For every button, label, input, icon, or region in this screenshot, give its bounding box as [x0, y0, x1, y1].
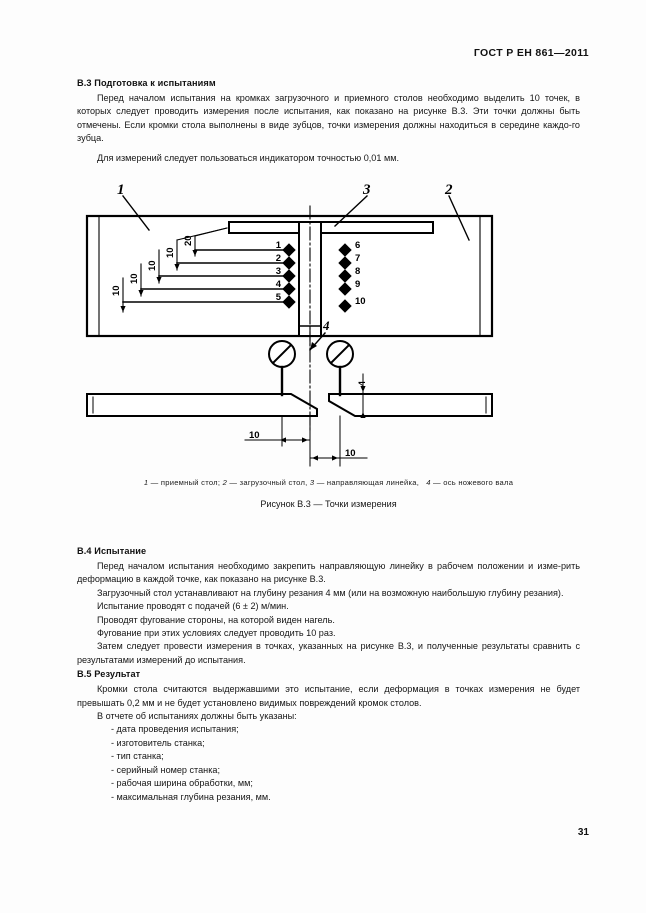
point-number-2: 2 — [276, 253, 281, 264]
guide-ruler-bar — [228, 221, 434, 234]
point-number-10: 10 — [355, 296, 366, 307]
legend-entry-1: 1 — приемный стол; — [143, 478, 221, 487]
point-number-3: 3 — [276, 266, 281, 277]
side-depth-label: 4 — [357, 381, 367, 386]
report-item-max-depth: - максимальная глубина резания, мм. — [111, 791, 271, 802]
legend-text-1: приемный стол; — [160, 478, 221, 487]
page-number: 31 — [577, 827, 589, 838]
point-number-6: 6 — [355, 240, 360, 251]
section-b4-paragraph-6: Затем следует провести измерения в точка… — [77, 641, 580, 665]
callout-leader-3 — [334, 195, 368, 227]
loading-table-side — [328, 393, 493, 417]
side-dim-label-left: 10 — [249, 430, 260, 441]
spacing-label-1: 10 — [111, 285, 122, 296]
section-b4-paragraph-4: Проводят фугование стороны, на которой в… — [97, 614, 335, 625]
legend-num-4: 4 — [426, 478, 431, 487]
callout-label-1: 1 — [117, 182, 125, 198]
legend-entry-4: 4 — ось ножевого вала — [426, 478, 514, 487]
figure-b3-drawing: 1 3 2 4 10 10 10 10 20 1 2 3 4 5 — [85, 182, 494, 467]
legend-num-2: 2 — [222, 478, 228, 487]
document-body: В.3 Подготовка к испытаниям Перед начало… — [77, 78, 580, 165]
dim10-left-arrowheads — [280, 437, 308, 443]
section-heading-b4: В.4 Испытание — [77, 546, 147, 556]
stack-hook-b — [176, 227, 228, 241]
section-b3-paragraph-1: Перед началом испытания на кромках загру… — [77, 93, 580, 144]
point-number-7: 7 — [355, 253, 360, 264]
depth-arrowheads — [360, 386, 366, 418]
legend-num-1: 1 — [143, 478, 149, 487]
section-b4-paragraph-3: Испытание проводят с подачей (6 ± 2) м/м… — [97, 601, 289, 612]
side-dim-label-right: 10 — [345, 448, 356, 459]
legend-entry-2: 2 — загрузочный стол, — [222, 478, 308, 487]
point-number-9: 9 — [355, 279, 360, 290]
dial-indicator-left-needle — [272, 344, 292, 364]
point-number-5: 5 — [276, 292, 282, 303]
callout-label-2: 2 — [444, 182, 453, 198]
measurement-markers-left — [282, 243, 296, 309]
figure-caption: Рисунок В.3 — Точки измерения — [260, 499, 397, 509]
report-item-date: - дата проведения испытания; — [111, 724, 239, 735]
spacing-label-2: 10 — [129, 273, 140, 284]
point-number-1: 1 — [276, 240, 282, 251]
callout-label-3: 3 — [362, 182, 371, 198]
report-items-list: - дата проведения испытания; - изготовит… — [77, 723, 580, 803]
legend-num-3: 3 — [309, 478, 315, 487]
report-item-machine-type: - тип станка; — [111, 751, 164, 762]
callout-leader-2 — [448, 195, 470, 241]
legend-text-2: загрузочный стол, — [239, 478, 308, 487]
report-item-working-width: - рабочая ширина обработки, мм; — [111, 778, 253, 789]
figure-b3: 1 3 2 4 10 10 10 10 20 1 2 3 4 5 — [77, 178, 580, 509]
report-item-manufacturer: - изготовитель станка; — [111, 737, 205, 748]
point-number-4: 4 — [276, 279, 282, 290]
spacing-label-5: 20 — [183, 235, 194, 246]
standard-header: ГОСТ Р ЕН 861—2011 — [473, 47, 589, 59]
dimension-arrowheads — [120, 250, 198, 312]
section-b4-paragraph-2: Загрузочный стол устанавливают на глубин… — [97, 587, 564, 598]
section-b4-paragraph-1: Перед началом испытания необходимо закре… — [77, 561, 580, 585]
section-b3-paragraph-2: Для измерений следует пользоваться индик… — [97, 152, 399, 163]
legend-text-3: направляющая линейка, — [326, 478, 420, 487]
document-body-lower: В.4 Испытание Перед началом испытания не… — [77, 546, 580, 804]
callout-label-4: 4 — [322, 318, 330, 333]
section-heading-b5: В.5 Результат — [77, 669, 141, 680]
receiving-table-side — [86, 393, 318, 417]
callout-4-arrowhead — [310, 342, 317, 350]
legend-entry-3: 3 — направляющая линейка, — [309, 478, 420, 487]
legend-text-4: ось ножевого вала — [443, 478, 514, 487]
callout-leader-1 — [122, 195, 150, 231]
dim10-right-arrowheads — [312, 455, 338, 461]
figure-legend: 1 — приемный стол; 2 — загрузочный стол,… — [77, 478, 580, 487]
report-item-serial-number: - серийный номер станка; — [111, 764, 220, 775]
point-number-8: 8 — [355, 266, 360, 277]
section-b4-paragraph-5: Фугование при этих условиях следует пров… — [97, 628, 336, 639]
spacing-label-3: 10 — [147, 260, 158, 271]
spacing-label-4: 10 — [165, 247, 176, 258]
section-b5-paragraph-1: Кромки стола считаются выдержавшими это … — [77, 684, 580, 708]
dial-indicator-right-needle — [330, 344, 350, 364]
measurement-markers-right — [338, 243, 352, 313]
section-b5-paragraph-2: В отчете об испытаниях должны быть указа… — [97, 711, 297, 722]
section-heading-b3: В.3 Подготовка к испытаниям — [77, 78, 216, 88]
